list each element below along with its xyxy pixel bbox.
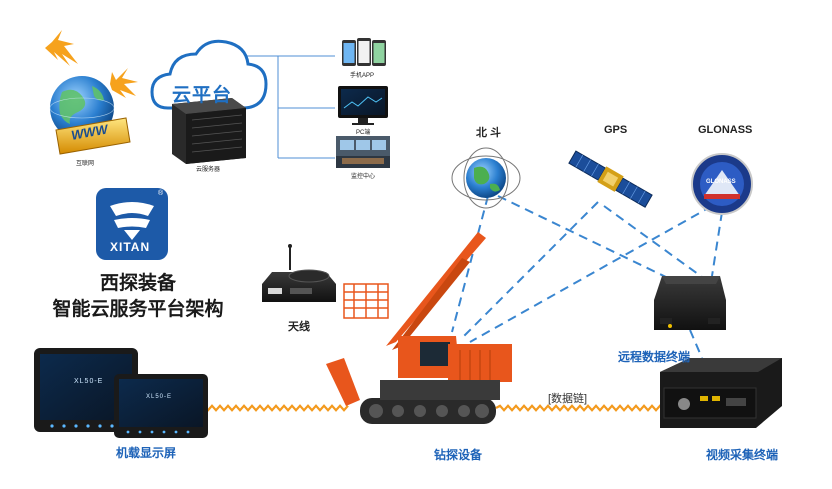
glonass-label: GLONASS [698,124,753,136]
data-link-zigzag [199,404,665,412]
logo-registered-mark: ® [158,190,164,197]
gps-label: GPS [604,124,628,136]
video-terminal-label: 视频采集终端 [706,448,779,462]
remote-terminal-label: 远程数据终端 [618,350,691,364]
client-caption-pc: PC端 [356,130,371,136]
screen-model-text-small: XL50-E [146,394,173,400]
cloud-label: 云平台 [172,85,233,106]
glonass-badge-icon [691,153,753,215]
brand-title-line2: 智能云服务平台架构 [52,299,224,320]
server-caption: 云服务器 [196,167,221,173]
beidou-satellite-icon [451,147,521,209]
client-caption-monitor: 监控中心 [351,174,376,180]
brand-title-line1: 西探装备 [99,273,176,294]
onboard-display-icon [34,348,208,438]
pc-monitor-icon [338,86,388,125]
cloud-connector-lines [232,55,335,159]
server-rack-icon [172,98,246,164]
beidou-label: 北 斗 [476,127,502,139]
video-capture-terminal-icon [660,358,782,428]
glonass-badge-text: GLONASS [706,179,736,185]
logo-text: XITAN [110,240,151,254]
spark-burst-icon [45,30,138,98]
drill-rig-icon [326,232,512,424]
satellite-signal-links [451,195,723,359]
gps-satellite-icon [568,150,653,208]
onboard-display-label: 机载显示屏 [116,446,177,460]
data-link-label: [数据链] [548,393,588,405]
client-caption-app: 手机APP [350,73,375,79]
www-block-icon [55,117,131,155]
antenna-label: 天线 [288,321,310,333]
remote-data-terminal-icon [654,276,726,330]
screen-model-text-large: XL50-E [74,378,104,385]
xitan-logo [96,188,168,260]
internet-caption: 互联网 [76,161,95,167]
mobile-app-phones-icon [342,38,386,66]
antenna-device-icon [262,244,336,302]
drill-rig-label: 钻探设备 [434,448,483,462]
monitoring-center-icon [336,136,390,168]
cloud-shape-icon [150,39,268,110]
